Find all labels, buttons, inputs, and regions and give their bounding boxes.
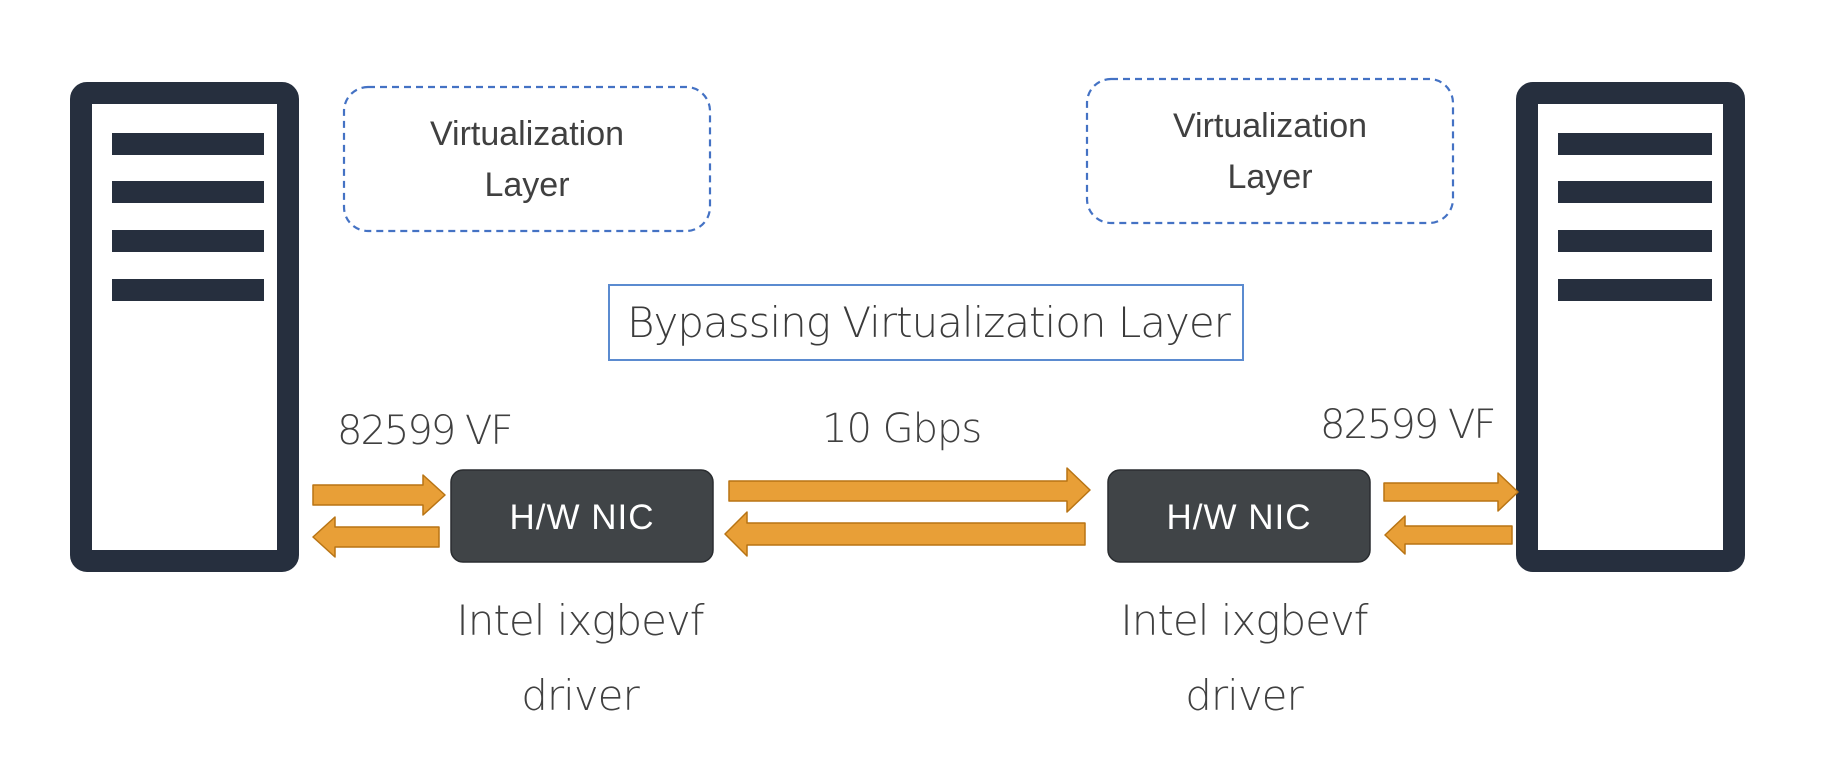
driver-left-line1: Intel ixgbevf (456, 596, 704, 645)
virt-layer-left-line2: Layer (484, 166, 570, 204)
arrow-nic-left-to-nic-right (728, 467, 1091, 513)
driver-right-line2: driver (1185, 671, 1304, 720)
bypass-box (608, 284, 1244, 361)
virt-layer-right-line1: Virtualization (1172, 107, 1368, 145)
virt-layer-right-box (1085, 77, 1455, 225)
vf-left-label: 82599 VF (337, 408, 513, 454)
arrow-server-right-to-nic (1384, 515, 1513, 555)
arrow-nic-to-server-left (312, 516, 440, 558)
server-right-icon (1516, 82, 1745, 572)
virt-layer-right-label: Virtualization Layer (1090, 101, 1450, 203)
server-left-icon (70, 82, 299, 572)
nic-right-label: H/W NIC (1166, 498, 1312, 537)
arrow-nic-right-to-nic-left (724, 511, 1086, 557)
arrow-server-left-to-nic (312, 474, 446, 516)
link-speed-label: 10 Gbps (822, 406, 982, 452)
driver-left-label: Intel ixgbevf driver (420, 583, 740, 733)
virt-layer-right-line2: Layer (1227, 158, 1313, 196)
driver-right-label: Intel ixgbevf driver (1084, 583, 1404, 733)
driver-left-line2: driver (521, 671, 640, 720)
virt-layer-left-label: Virtualization Layer (347, 109, 707, 211)
bypass-label: Bypassing Virtualization Layer (627, 298, 1231, 347)
nic-right-box (1107, 469, 1371, 563)
nic-left-box (450, 469, 714, 563)
arrow-nic-to-server-right (1383, 472, 1519, 512)
driver-right-line1: Intel ixgbevf (1120, 596, 1368, 645)
nic-left-label: H/W NIC (509, 498, 655, 537)
virt-layer-left-line1: Virtualization (429, 115, 625, 153)
vf-right-label: 82599 VF (1320, 402, 1496, 448)
virt-layer-left-box (342, 85, 712, 233)
